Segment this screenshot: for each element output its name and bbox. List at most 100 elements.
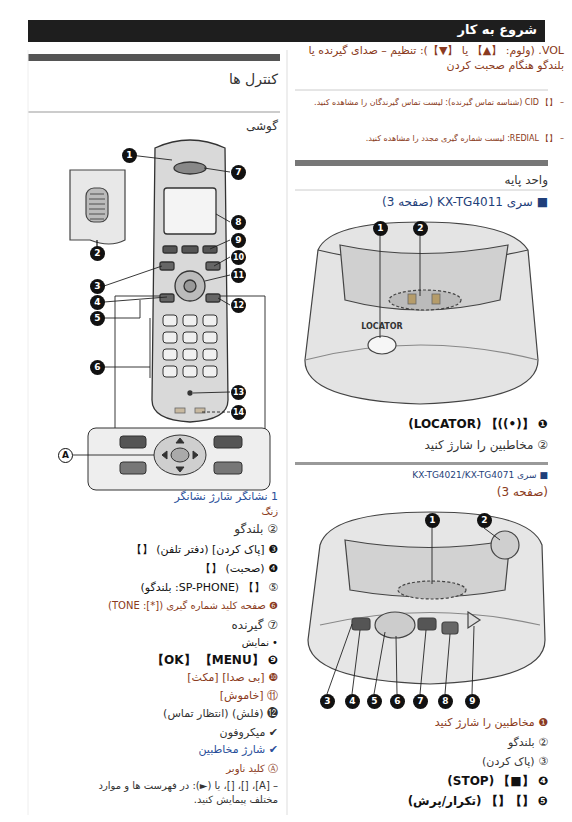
manual-text: ❹ (صحبت) 【】 [30, 562, 278, 577]
handset-body [152, 140, 228, 422]
handset-body-part-part [203, 332, 217, 343]
handset-body-part-part [203, 366, 217, 377]
handset-body-part-part [163, 315, 177, 326]
leader-line-part [205, 275, 230, 281]
handset-side-view-part-part [89, 199, 105, 200]
handset-body-part [160, 294, 174, 302]
leader-line-part [210, 240, 230, 249]
navigator-inset-part [120, 462, 146, 474]
handset-body-part [182, 246, 198, 253]
handset-body-part-part [203, 349, 217, 360]
section-heading: شروع به کار [36, 22, 537, 37]
callout-number: 11 [231, 268, 246, 283]
handset-side-view-part-part [89, 204, 105, 205]
callout-number: 1 [373, 221, 388, 236]
callout-number: 6 [390, 694, 405, 709]
manual-text: • نمایش [30, 636, 278, 650]
callout-number: 1 [425, 513, 440, 528]
callout-number: 7 [413, 694, 428, 709]
callout-number: 5 [90, 311, 105, 326]
header-band: شروع به کار [28, 20, 545, 42]
handset-body-part-part [183, 315, 197, 326]
manual-text: ✔ شارژ مخاطبین [30, 743, 278, 758]
callout-number: 4 [90, 295, 105, 310]
manual-text: ③ (پاک کردن) [300, 755, 548, 770]
callout-number: 9 [465, 694, 480, 709]
base-unit-4021-part-part [327, 624, 352, 694]
manual-text: ⓬ (فلش) (انتظار تماس) [30, 707, 278, 722]
leader-line-part [104, 367, 150, 368]
handset-side-view [70, 170, 125, 250]
base-unit-4021-part-part [374, 632, 385, 694]
base-unit-4021-part-part [352, 630, 360, 694]
leader-line-part [140, 300, 141, 318]
leader-line-part [200, 412, 230, 413]
callout-number: 13 [231, 385, 246, 400]
navigator-inset-part [154, 435, 206, 475]
navigator-inset-part [214, 436, 242, 448]
base-unit-4021-part [308, 512, 545, 684]
base-unit-4021-part [418, 618, 436, 630]
navigator-inset-part [88, 428, 270, 490]
manual-text: – [A]، []، []، یا (►): در فهرست ها و موا… [70, 779, 278, 806]
manual-text: ❻ صفحه کلید شماره گیری ([*]: TONE) [30, 599, 278, 613]
callout-number: A [58, 448, 73, 463]
base-unit-4011-part [408, 294, 440, 304]
base-unit-4011-part-part [408, 294, 416, 304]
leader-line-part [104, 318, 140, 319]
base-unit-4011-part [340, 245, 508, 310]
handset-side-view-part-part [89, 209, 105, 210]
section-rule-part [295, 90, 548, 91]
section-rule [28, 50, 548, 815]
handset-side-view-part-part [89, 214, 105, 215]
handset-body-part [163, 315, 217, 377]
manual-text: ❶ 【(•))】 (LOCATOR) [300, 416, 548, 432]
callout-number: 12 [231, 298, 246, 313]
handset-body-part [184, 280, 196, 292]
callout-number: 8 [231, 215, 246, 230]
base-unit-4021-part-part [420, 630, 426, 694]
navigator-inset-part [120, 436, 146, 448]
handset-body-part-part [203, 315, 217, 326]
leader-line-part [104, 266, 162, 286]
leader-line-part [150, 318, 151, 378]
base-unit-4021-part [352, 618, 370, 630]
manual-text: ② مخاطبین را شارژ کنید [300, 437, 548, 453]
leader-line-part [214, 257, 230, 266]
manual-text: ❹ 【■】 (STOP) [300, 773, 548, 789]
base-unit-4011 [305, 222, 538, 404]
handset-body-part-part [183, 332, 197, 343]
manual-text: ■ سری KX-TG4011 (صفحه 3) [300, 194, 548, 210]
manual-text: – 【】 CID (شناسه تماس گیرنده): لیست تماس … [296, 98, 564, 109]
navigator-inset [73, 428, 270, 490]
callout-number: 2 [477, 513, 492, 528]
callout-number: 9 [231, 233, 246, 248]
section-rule-part [295, 190, 548, 191]
manual-text: کنترل ها [150, 70, 278, 89]
leader-line-part [218, 298, 230, 305]
manual-text: ⑤ 【】 (SP-PHONE: بلندگو) [30, 581, 278, 596]
leader-line-part [204, 168, 230, 172]
handset-side-view-part [89, 194, 105, 219]
handset-body-part-part [163, 332, 177, 343]
handset-body-part-part [163, 349, 177, 360]
leader-line [104, 155, 265, 430]
manual-text: گوشی [150, 118, 278, 134]
handset-body-part [174, 162, 206, 174]
base-unit-4011-part [420, 236, 421, 296]
manual-text: ② بلندگو [30, 521, 278, 537]
section-rule-part [28, 54, 280, 61]
base-unit-4011-part [305, 222, 538, 404]
section-rule-part [287, 50, 288, 815]
manual-text: زنگ [30, 505, 278, 519]
leader-line-part [265, 296, 266, 430]
handset-body-part-part [183, 349, 197, 360]
navigator-inset-part [171, 448, 189, 462]
handset-body-part-part [175, 408, 185, 413]
leader-line-part [104, 297, 167, 302]
base-unit-4011-part-part [432, 294, 440, 304]
manual-text: ❾ 【MENU】 【OK】 [30, 652, 278, 668]
handset-body-part-part [163, 366, 177, 377]
handset-body-part [206, 294, 220, 302]
callout-number: 14 [231, 405, 246, 420]
